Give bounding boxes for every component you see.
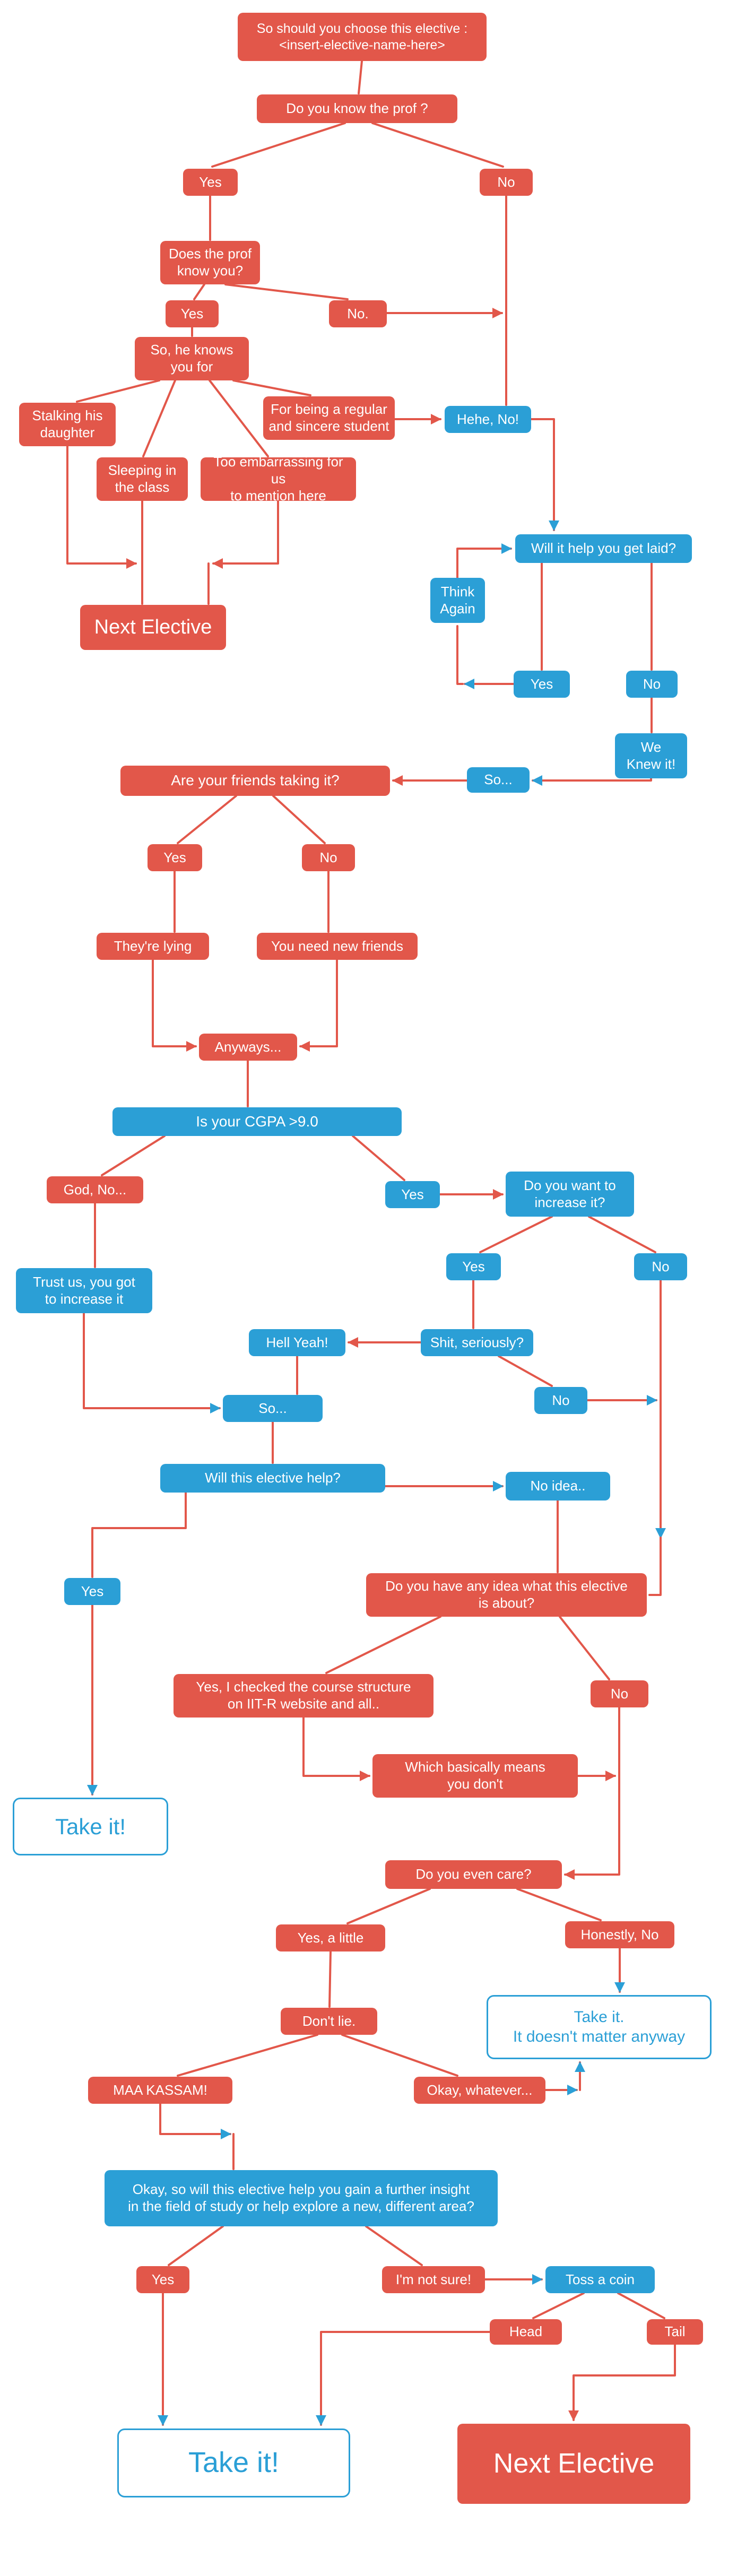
node-cgpa: Is your CGPA >9.0 bbox=[112, 1107, 402, 1136]
node-think-again: Think Again bbox=[430, 578, 485, 623]
node-shit-seriously: Shit, seriously? bbox=[421, 1329, 533, 1356]
node-take-it-1: Take it! bbox=[13, 1798, 168, 1855]
node-no-2: No. bbox=[329, 300, 387, 327]
node-god-no: God, No... bbox=[47, 1176, 143, 1203]
node-no-5: No bbox=[634, 1253, 687, 1280]
node-tail: Tail bbox=[647, 2319, 703, 2345]
node-maa-kassam: MAA KASSAM! bbox=[88, 2077, 232, 2104]
node-hehe-no: Hehe, No! bbox=[445, 406, 531, 433]
node-no-3: No bbox=[626, 671, 678, 698]
node-know-prof: Do you know the prof ? bbox=[257, 94, 457, 123]
node-take-it-2: Take it. It doesn't matter anyway bbox=[487, 1995, 712, 2059]
node-toss-coin: Toss a coin bbox=[545, 2266, 655, 2293]
node-yes-2: Yes bbox=[166, 300, 219, 327]
node-honestly-no: Honestly, No bbox=[565, 1921, 674, 1948]
node-no-6: No bbox=[534, 1387, 587, 1414]
node-friends-taking: Are your friends taking it? bbox=[120, 766, 390, 796]
node-yes-8: Yes bbox=[136, 2266, 189, 2293]
node-start: So should you choose this elective : <in… bbox=[238, 13, 487, 61]
node-hell-yeah: Hell Yeah! bbox=[249, 1329, 345, 1356]
node-next-elective-2: Next Elective bbox=[457, 2424, 690, 2504]
node-theyre-lying: They're lying bbox=[97, 933, 209, 960]
node-no-7: No bbox=[591, 1680, 648, 1707]
node-regular-student: For being a regular and sincere student bbox=[263, 396, 395, 440]
node-even-care: Do you even care? bbox=[385, 1860, 562, 1889]
node-prof-know-you: Does the prof know you? bbox=[160, 241, 260, 284]
node-no-idea: No idea.. bbox=[506, 1472, 610, 1501]
node-no-1: No bbox=[480, 169, 533, 196]
node-so-2: So... bbox=[223, 1395, 323, 1422]
node-yes-3: Yes bbox=[514, 671, 570, 698]
node-need-new-friends: You need new friends bbox=[257, 933, 418, 960]
node-anyways: Anyways... bbox=[199, 1034, 297, 1061]
node-elective-help: Will this elective help? bbox=[160, 1464, 385, 1493]
node-any-idea: Do you have any idea what this elective … bbox=[366, 1573, 647, 1617]
node-okay-whatever: Okay, whatever... bbox=[414, 2077, 545, 2104]
node-checked-structure: Yes, I checked the course structure on I… bbox=[174, 1674, 433, 1718]
node-trust-us: Trust us, you got to increase it bbox=[16, 1268, 152, 1313]
node-basically-means: Which basically means you don't bbox=[372, 1754, 578, 1798]
node-stalking-daughter: Stalking his daughter bbox=[19, 403, 116, 446]
node-yes-7: Yes bbox=[64, 1578, 120, 1605]
node-get-laid: Will it help you get laid? bbox=[515, 534, 692, 563]
node-sleeping-in-class: Sleeping in the class bbox=[97, 457, 188, 501]
node-knows-you-for: So, he knows you for bbox=[135, 337, 249, 380]
node-not-sure: I'm not sure! bbox=[382, 2266, 485, 2293]
node-so-1: So... bbox=[467, 767, 530, 793]
node-head: Head bbox=[490, 2319, 562, 2345]
node-further-insight: Okay, so will this elective help you gai… bbox=[105, 2170, 498, 2226]
node-we-knew-it: We Knew it! bbox=[615, 733, 687, 778]
node-yes-1: Yes bbox=[183, 169, 238, 196]
node-dont-lie: Don't lie. bbox=[281, 2008, 377, 2035]
node-no-4: No bbox=[302, 844, 355, 871]
node-yes-4: Yes bbox=[148, 844, 202, 871]
node-want-increase: Do you want to increase it? bbox=[506, 1172, 634, 1217]
node-next-elective-1: Next Elective bbox=[80, 605, 226, 650]
node-yes-a-little: Yes, a little bbox=[276, 1924, 385, 1951]
node-too-embarrassing: Too embarrassing for us to mention here bbox=[201, 454, 356, 504]
node-take-it-3: Take it! bbox=[117, 2428, 350, 2497]
node-yes-6: Yes bbox=[446, 1253, 501, 1280]
node-yes-5: Yes bbox=[385, 1181, 440, 1208]
